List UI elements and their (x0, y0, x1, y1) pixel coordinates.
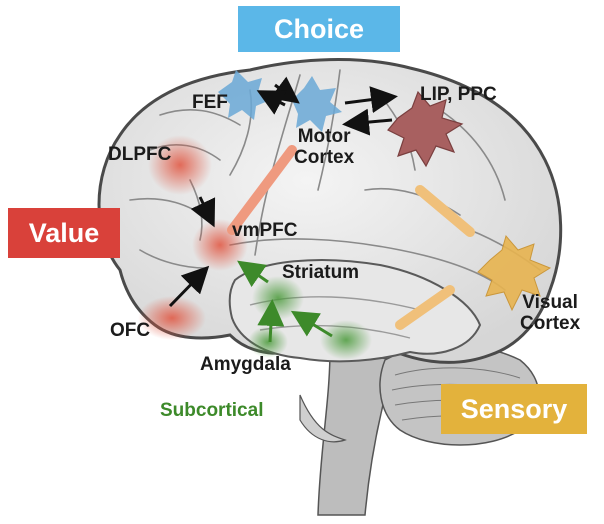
amygdala-label: Amygdala (200, 354, 291, 375)
value-label: Value (28, 217, 100, 248)
visual-cortex-region (477, 234, 552, 312)
arrow-motor-to-fef (256, 90, 287, 115)
fef-region (218, 70, 270, 120)
value-box: Value (8, 208, 120, 258)
sensory-label: Sensory (460, 393, 568, 424)
lip-ppc-region (387, 90, 464, 168)
subcortical-region (320, 320, 372, 360)
choice-label: Choice (273, 13, 365, 44)
pons (299, 394, 347, 443)
subcortical-label: Subcortical (160, 400, 264, 421)
motor-cortex-label: Motor Cortex (294, 126, 355, 168)
dlpfc-label: DLPFC (108, 144, 172, 165)
green-arrows (237, 260, 333, 343)
sensory-box: Sensory (441, 384, 587, 434)
lip-ppc-label: LIP, PPC (420, 84, 497, 105)
black-arrows (168, 76, 398, 308)
visual-lip-pathway (415, 185, 475, 237)
vmpfc-motor-pathway (227, 145, 297, 235)
arrow-lip-to-motor (342, 108, 393, 136)
arrow-dlpfc-to-vmpfc (190, 196, 216, 228)
arrow-motor-to-lip (344, 86, 398, 114)
arrow-ofc-to-vmpfc (168, 265, 210, 308)
choice-box: Choice (238, 6, 400, 52)
visual-cortex-label: Visual Cortex (520, 292, 581, 334)
ofc-label: OFC (110, 320, 151, 341)
arrow-subcortical-to-striatum (290, 310, 333, 338)
arrow-striatum-to-vmpfc (237, 260, 269, 288)
striatum-label: Striatum (282, 262, 360, 283)
vmpfc-label: vmPFC (232, 220, 298, 241)
visual-temporal-pathway (395, 285, 455, 330)
amygdala-region (248, 326, 288, 358)
arrow-amygdala-to-striatum (257, 299, 285, 343)
fef-label: FEF (192, 92, 228, 113)
dlpfc-region (148, 135, 212, 195)
ofc-region (138, 296, 206, 340)
motor-cortex-region (292, 76, 342, 132)
